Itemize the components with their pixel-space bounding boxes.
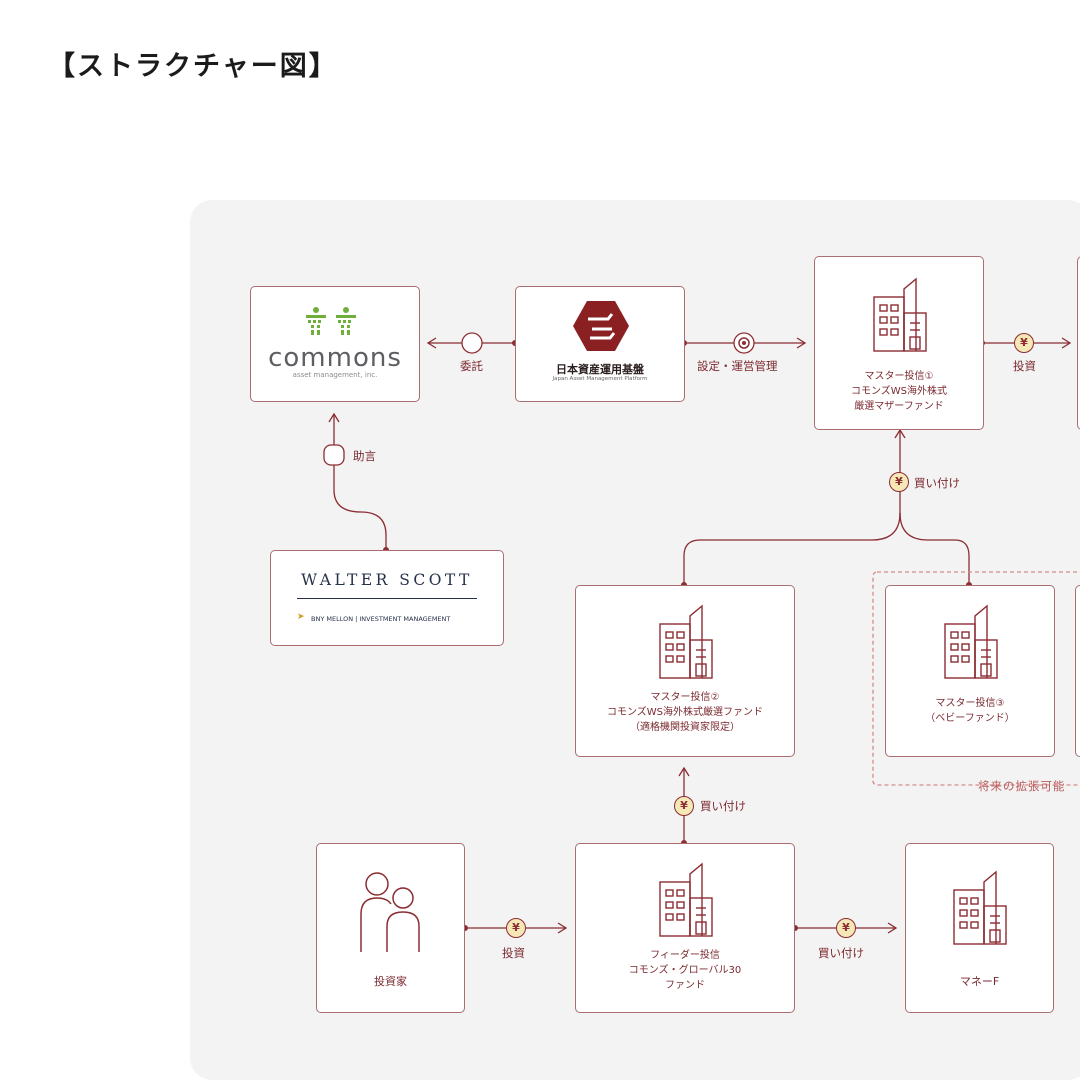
edge-label-advice: 助言 xyxy=(353,449,376,463)
jamp-name-en: Japan Asset Management Platform xyxy=(552,376,648,382)
building-icon xyxy=(659,604,713,679)
master-fund-1-line3: 厳選マザーファンド xyxy=(854,401,944,412)
yen-badge-icon: ¥ xyxy=(836,918,856,938)
money-fund-box: マネーF xyxy=(905,843,1054,1013)
building-icon xyxy=(659,862,713,937)
edge-label-buy-master2: 買い付け xyxy=(700,799,746,813)
money-fund-label: マネーF xyxy=(959,975,1000,988)
people-icon xyxy=(360,872,420,952)
yen-badge-icon: ¥ xyxy=(506,918,526,938)
investor-box: 投資家 xyxy=(316,843,465,1013)
commons-wordmark: commons xyxy=(268,343,402,373)
edge-label-setup-manage: 設定・運営管理 xyxy=(697,359,778,373)
edge-label-buy-master1: 買い付け xyxy=(914,476,960,490)
commons-logo-box: commons asset management, inc. xyxy=(250,286,420,402)
walter-scott-name: WALTER SCOTT xyxy=(301,571,473,589)
edge-label-entrust: 委託 xyxy=(460,359,483,373)
jamp-name: 日本資産運用基盤 xyxy=(556,363,644,376)
edge-label-invest-investor: 投資 xyxy=(502,946,525,960)
investor-label: 投資家 xyxy=(374,975,407,988)
page-title: 【ストラクチャー図】 xyxy=(48,51,338,82)
master-fund-3-box: マスター投信③ （ベビーファンド） xyxy=(885,585,1055,757)
master-fund-2-line2: コモンズWS海外株式厳選ファンド xyxy=(606,707,764,718)
feeder-fund-box: フィーダー投信 コモンズ・グローバル30 ファンド xyxy=(575,843,795,1013)
offscreen-box-edge xyxy=(1075,585,1080,757)
jamp-hexagon-logo-icon xyxy=(573,301,629,351)
jamp-logo-box: 日本資産運用基盤 Japan Asset Management Platform xyxy=(515,286,685,402)
yen-badge-icon: ¥ xyxy=(889,472,909,492)
commons-people-icon xyxy=(306,307,356,335)
walter-scott-divider xyxy=(297,598,477,599)
master-fund-1-line1: マスター投信① xyxy=(864,371,934,382)
building-icon xyxy=(873,277,927,352)
master-fund-1-box: マスター投信① コモンズWS海外株式 厳選マザーファンド xyxy=(814,256,984,430)
edge-label-buy-money: 買い付け xyxy=(818,946,864,960)
commons-tagline: asset management, inc. xyxy=(292,371,378,379)
master-fund-1-line2: コモンズWS海外株式 xyxy=(850,386,948,397)
walter-scott-sub: BNY MELLON | INVESTMENT MANAGEMENT xyxy=(311,615,451,623)
future-expansion-label: 将来の拡張可能 xyxy=(978,779,1066,793)
feeder-fund-line1: フィーダー投信 xyxy=(650,950,720,961)
building-icon xyxy=(953,870,1007,945)
master-fund-2-line1: マスター投信② xyxy=(650,692,720,703)
yen-badge-icon: ¥ xyxy=(1014,333,1034,353)
bny-mellon-mark-icon: ➤ xyxy=(297,612,305,622)
yen-badge-icon: ¥ xyxy=(674,796,694,816)
master-fund-3-line2: （ベビーファンド） xyxy=(925,713,1015,724)
edge-label-invest-top: 投資 xyxy=(1013,359,1036,373)
building-icon xyxy=(944,604,998,679)
master-fund-3-line1: マスター投信③ xyxy=(935,698,1005,709)
walter-scott-logo-box: WALTER SCOTT ➤ BNY MELLON | INVESTMENT M… xyxy=(270,550,504,646)
master-fund-2-box: マスター投信② コモンズWS海外株式厳選ファンド （適格機関投資家限定） xyxy=(575,585,795,757)
master-fund-2-line3: （適格機関投資家限定） xyxy=(630,722,740,733)
feeder-fund-line2: コモンズ・グローバル30 xyxy=(628,965,742,976)
feeder-fund-line3: ファンド xyxy=(665,980,705,991)
